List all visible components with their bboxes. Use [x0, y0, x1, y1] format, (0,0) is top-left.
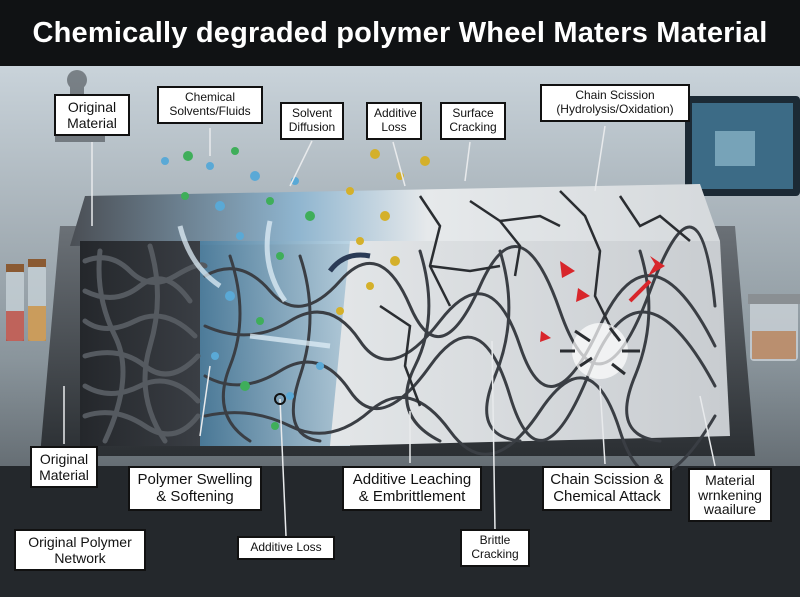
additive-loss-marker	[274, 393, 286, 405]
label-polymer-swelling: Polymer Swelling & Softening	[128, 466, 262, 511]
label-solvent-diffusion: Solvent Diffusion	[280, 102, 344, 140]
monitor-icon	[685, 96, 800, 196]
block-top-face	[70, 184, 720, 246]
diagram-illustration	[0, 66, 800, 597]
leader-lines	[63, 125, 716, 537]
solvent-diffusion-arrows	[177, 220, 331, 349]
label-material-weakening-text: Material wrnkening waailure	[698, 472, 762, 518]
page-title: Chemically degraded polymer Wheel Maters…	[32, 16, 768, 49]
label-solvent-diffusion-text: Solvent Diffusion	[288, 106, 336, 134]
surface-cracks	[379, 190, 691, 407]
label-additive-leaching-text: Additive Leaching & Embrittlement	[352, 471, 472, 506]
label-original-polymer-network: Original Polymer Network	[14, 529, 146, 572]
sample-jar-icon	[748, 294, 800, 361]
label-chain-scission-top: Chain Scission (Hydrolysis/Oxidation)	[540, 84, 690, 122]
label-additive-loss-top: Additive Loss	[366, 102, 422, 140]
additive-particles	[336, 149, 430, 315]
label-original-material-top: Original Material	[54, 94, 130, 137]
label-surface-cracking-text: Surface Cracking	[449, 106, 497, 134]
label-additive-leaching: Additive Leaching & Embrittlement	[342, 466, 482, 511]
label-brittle-cracking-text: Brittle Cracking	[471, 533, 519, 561]
label-additive-loss-bottom: Additive Loss	[237, 536, 335, 560]
label-chain-scission-bottom: Chain Scission & Chemical Attack	[542, 466, 672, 511]
label-original-material-bottom-text: Original Material	[39, 451, 89, 484]
label-original-material-top-text: Original Material	[67, 99, 117, 132]
label-brittle-cracking: Brittle Cracking	[460, 529, 530, 567]
label-chemical-solvents-text: Chemical Solvents/Fluids	[169, 90, 251, 118]
label-original-material-bottom: Original Material	[30, 446, 98, 489]
lab-bottles-icon	[6, 259, 46, 341]
label-original-polymer-network-text: Original Polymer Network	[28, 534, 132, 567]
label-additive-loss-top-text: Additive Loss	[374, 106, 417, 134]
polymer-chains-dense	[82, 243, 208, 444]
label-surface-cracking: Surface Cracking	[440, 102, 506, 140]
additive-loss-arrow	[328, 252, 371, 273]
label-chemical-solvents: Chemical Solvents/Fluids	[157, 86, 263, 124]
label-chain-scission-top-text: Chain Scission (Hydrolysis/Oxidation)	[556, 88, 674, 116]
diagram-scene: Original Material Chemical Solvents/Flui…	[0, 66, 800, 597]
label-material-weakening: Material wrnkening waailure	[688, 468, 772, 523]
label-additive-loss-bottom-text: Additive Loss	[250, 540, 322, 554]
chain-scission-burst	[540, 256, 665, 379]
label-chain-scission-bottom-text: Chain Scission & Chemical Attack	[550, 471, 664, 506]
solvent-particles	[161, 147, 324, 430]
title-bar: Chemically degraded polymer Wheel Maters…	[0, 0, 800, 66]
label-polymer-swelling-text: Polymer Swelling & Softening	[137, 471, 253, 506]
